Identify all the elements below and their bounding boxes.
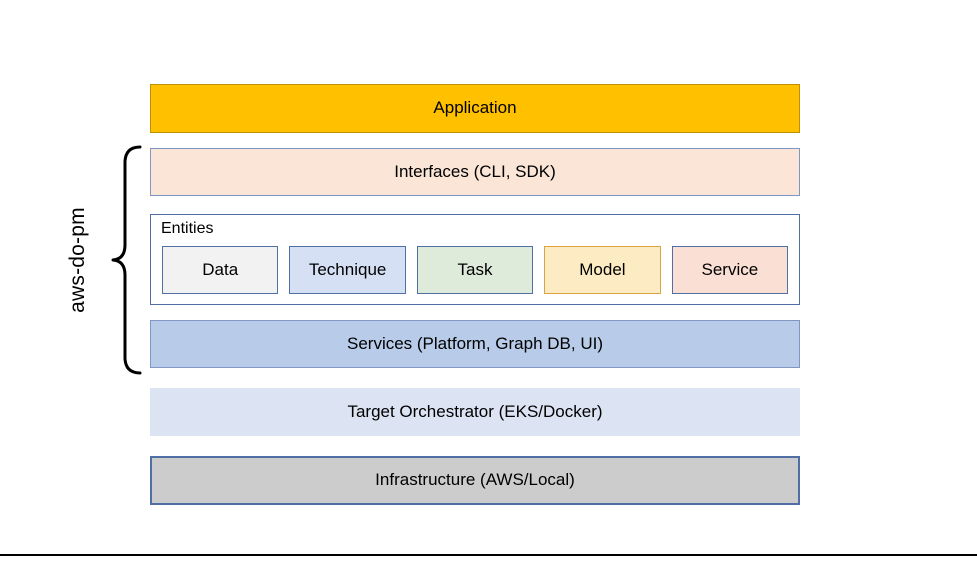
entities-title: Entities [161,220,214,237]
layer-services-label: Services (Platform, Graph DB, UI) [346,333,603,353]
bottom-divider [0,554,977,556]
layer-application: Application [150,84,800,133]
group-label: aws-do-pm [58,148,98,372]
entity-model-label: Model [579,260,626,279]
entity-technique: Technique [289,246,406,294]
layer-interfaces: Interfaces (CLI, SDK) [150,148,800,196]
layer-target-orchestrator: Target Orchestrator (EKS/Docker) [150,388,800,436]
entity-service: Service [671,246,789,294]
curly-brace-icon [110,144,142,376]
entities-row: Data Technique Task Model Service [162,246,789,294]
layer-infrastructure: Infrastructure (AWS/Local) [150,456,800,505]
layer-interfaces-label: Interfaces (CLI, SDK) [394,161,556,181]
group-label-text: aws-do-pm [66,207,90,313]
entity-model: Model [544,246,661,294]
entity-task-label: Task [457,260,493,279]
entity-technique-label: Technique [308,260,387,279]
entity-task: Task [416,246,534,294]
entity-service-label: Service [701,260,759,279]
layer-target-orchestrator-label: Target Orchestrator (EKS/Docker) [347,401,603,421]
layer-infrastructure-label: Infrastructure (AWS/Local) [375,470,575,490]
layer-application-label: Application [433,98,517,118]
entities-box: Entities Data Technique Task Model Servi… [150,214,800,305]
entity-data: Data [162,246,279,294]
entity-data-label: Data [202,260,239,279]
layer-services: Services (Platform, Graph DB, UI) [150,320,800,368]
